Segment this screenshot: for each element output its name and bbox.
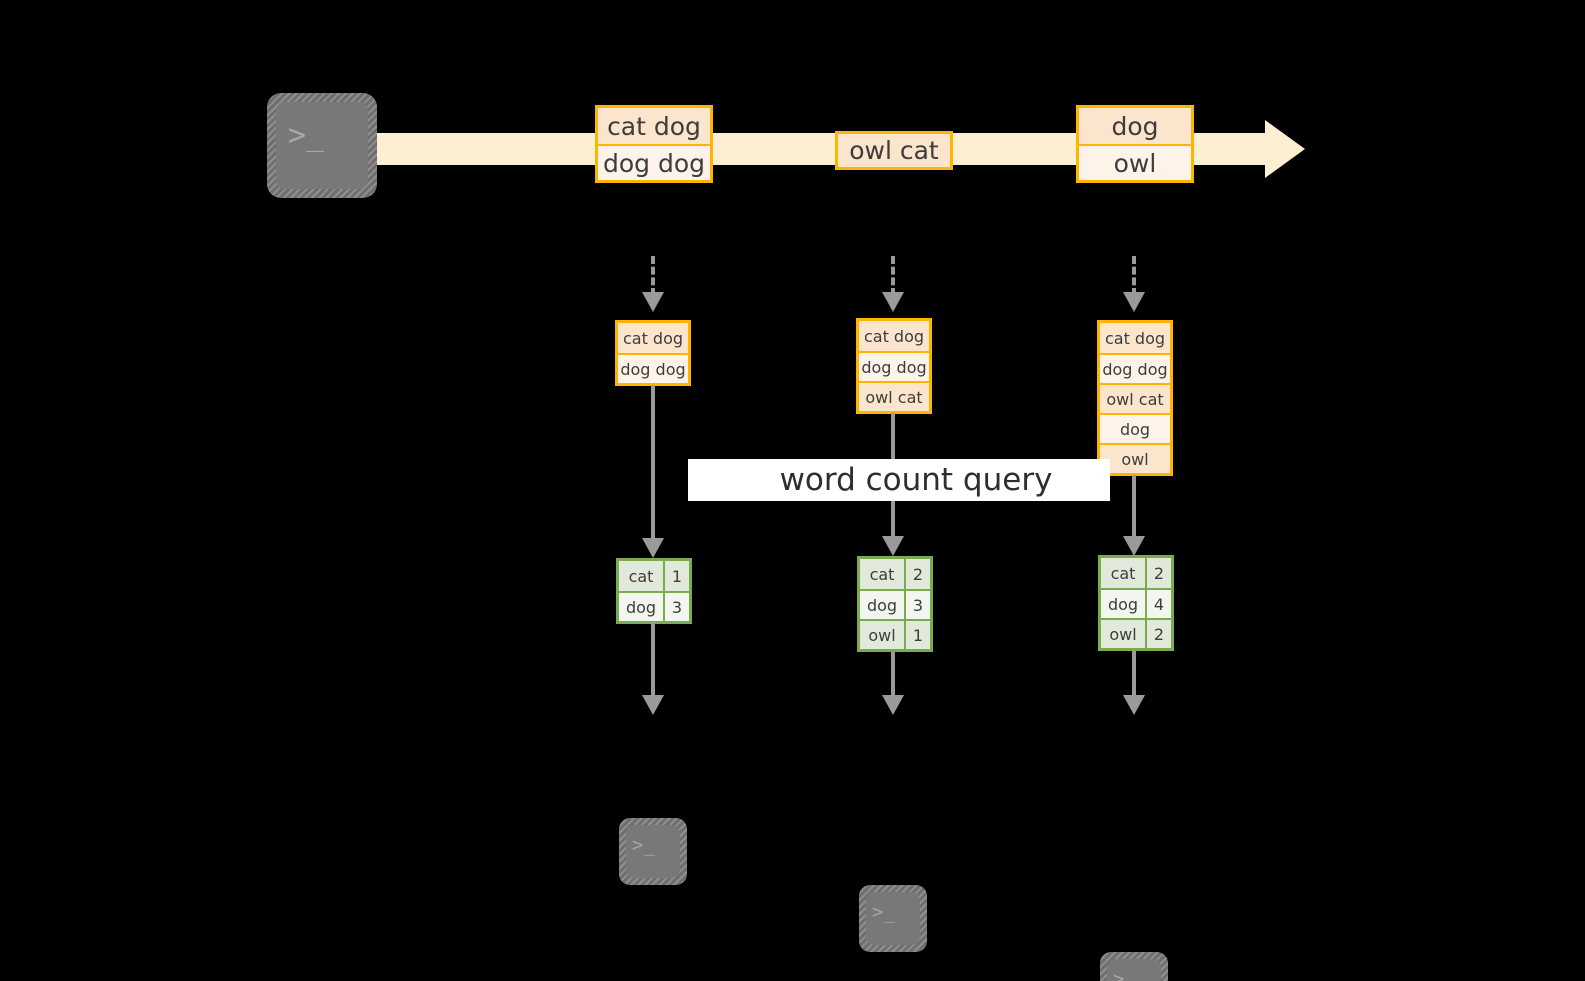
count-word: cat xyxy=(619,561,665,591)
count-word: cat xyxy=(860,559,906,589)
snapshot-record: dog dog xyxy=(618,353,688,383)
stream-record: dog xyxy=(1079,108,1191,144)
stream-group-3: dog owl xyxy=(1076,105,1194,183)
count-value: 2 xyxy=(1153,624,1165,644)
stream-record: dog dog xyxy=(598,144,710,180)
snapshot-records-t1: cat dog dog dog xyxy=(615,320,691,386)
sink-terminal-icon-t3: >_ xyxy=(1100,952,1168,981)
count-value: 3 xyxy=(671,597,683,617)
stream-group-1: cat dog dog dog xyxy=(595,105,713,183)
count-value: 1 xyxy=(912,625,924,645)
count-table-t1: cat 1 dog 3 xyxy=(616,558,692,624)
snapshot-records-t2: cat dog dog dog owl cat xyxy=(856,318,932,414)
count-row: cat 1 xyxy=(619,561,689,591)
count-row: dog 4 xyxy=(1101,588,1171,618)
stream-record: owl xyxy=(1079,144,1191,180)
snapshot-record: dog dog xyxy=(859,351,929,381)
stream-tap-connector-2 xyxy=(891,256,895,296)
sink-terminal-icon-t1: >_ xyxy=(619,818,687,885)
snapshot-record: owl xyxy=(1100,443,1170,473)
source-terminal-prompt: >_ xyxy=(288,118,325,153)
stream-record: cat dog xyxy=(598,108,710,144)
stream-group-2: owl cat xyxy=(835,131,953,170)
count-word: cat xyxy=(1101,558,1147,588)
count-row: cat 2 xyxy=(860,559,930,589)
snapshot-record: owl cat xyxy=(859,381,929,411)
query-connector-t3 xyxy=(1132,475,1136,543)
query-label-text: word count query xyxy=(779,462,1053,498)
sink-connector-t1 xyxy=(651,622,655,702)
sink-connector-t3 xyxy=(1132,651,1136,702)
count-word: owl xyxy=(1101,620,1147,648)
sink-terminal-icon-t2: >_ xyxy=(859,885,927,952)
snapshot-record: dog dog xyxy=(1100,353,1170,383)
snapshot-record: dog xyxy=(1100,413,1170,443)
snapshot-records-t3: cat dog dog dog owl cat dog owl xyxy=(1097,320,1173,476)
count-table-t2: cat 2 dog 3 owl 1 xyxy=(857,556,933,652)
snapshot-record: cat dog xyxy=(618,323,688,353)
sink-connector-t2 xyxy=(891,652,895,702)
count-row: owl 1 xyxy=(860,619,930,649)
count-table-t3: cat 2 dog 4 owl 2 xyxy=(1098,555,1174,651)
count-value: 2 xyxy=(912,564,924,584)
count-value: 2 xyxy=(1153,563,1165,583)
count-row: dog 3 xyxy=(860,589,930,619)
sink-terminal-prompt-t1: >_ xyxy=(632,834,655,856)
snapshot-record: cat dog xyxy=(1100,323,1170,353)
sink-terminal-prompt-t2: >_ xyxy=(872,901,895,923)
query-label-box: word count query xyxy=(688,459,1110,501)
count-row: owl 2 xyxy=(1101,618,1171,648)
count-row: cat 2 xyxy=(1101,558,1171,588)
count-value: 4 xyxy=(1153,594,1165,614)
count-value: 1 xyxy=(671,566,683,586)
stream-arrowhead-icon xyxy=(1265,120,1305,178)
snapshot-record: cat dog xyxy=(859,321,929,351)
stream-band-segment-1 xyxy=(366,133,598,165)
count-word: dog xyxy=(860,591,906,619)
count-word: dog xyxy=(619,593,665,621)
count-row: dog 3 xyxy=(619,591,689,621)
count-word: dog xyxy=(1101,590,1147,618)
stream-band-segment-4 xyxy=(1191,133,1267,165)
stream-tap-connector-3 xyxy=(1132,256,1136,296)
stream-record: owl cat xyxy=(838,134,950,167)
stream-tap-connector-1 xyxy=(651,256,655,296)
count-value: 3 xyxy=(912,595,924,615)
stream-band-segment-2 xyxy=(710,133,838,165)
snapshot-record: owl cat xyxy=(1100,383,1170,413)
stream-band-segment-3 xyxy=(950,133,1078,165)
query-connector-t1 xyxy=(651,385,655,545)
source-terminal-icon: >_ xyxy=(267,93,377,198)
count-word: owl xyxy=(860,621,906,649)
sink-terminal-prompt-t3: >_ xyxy=(1113,968,1136,981)
